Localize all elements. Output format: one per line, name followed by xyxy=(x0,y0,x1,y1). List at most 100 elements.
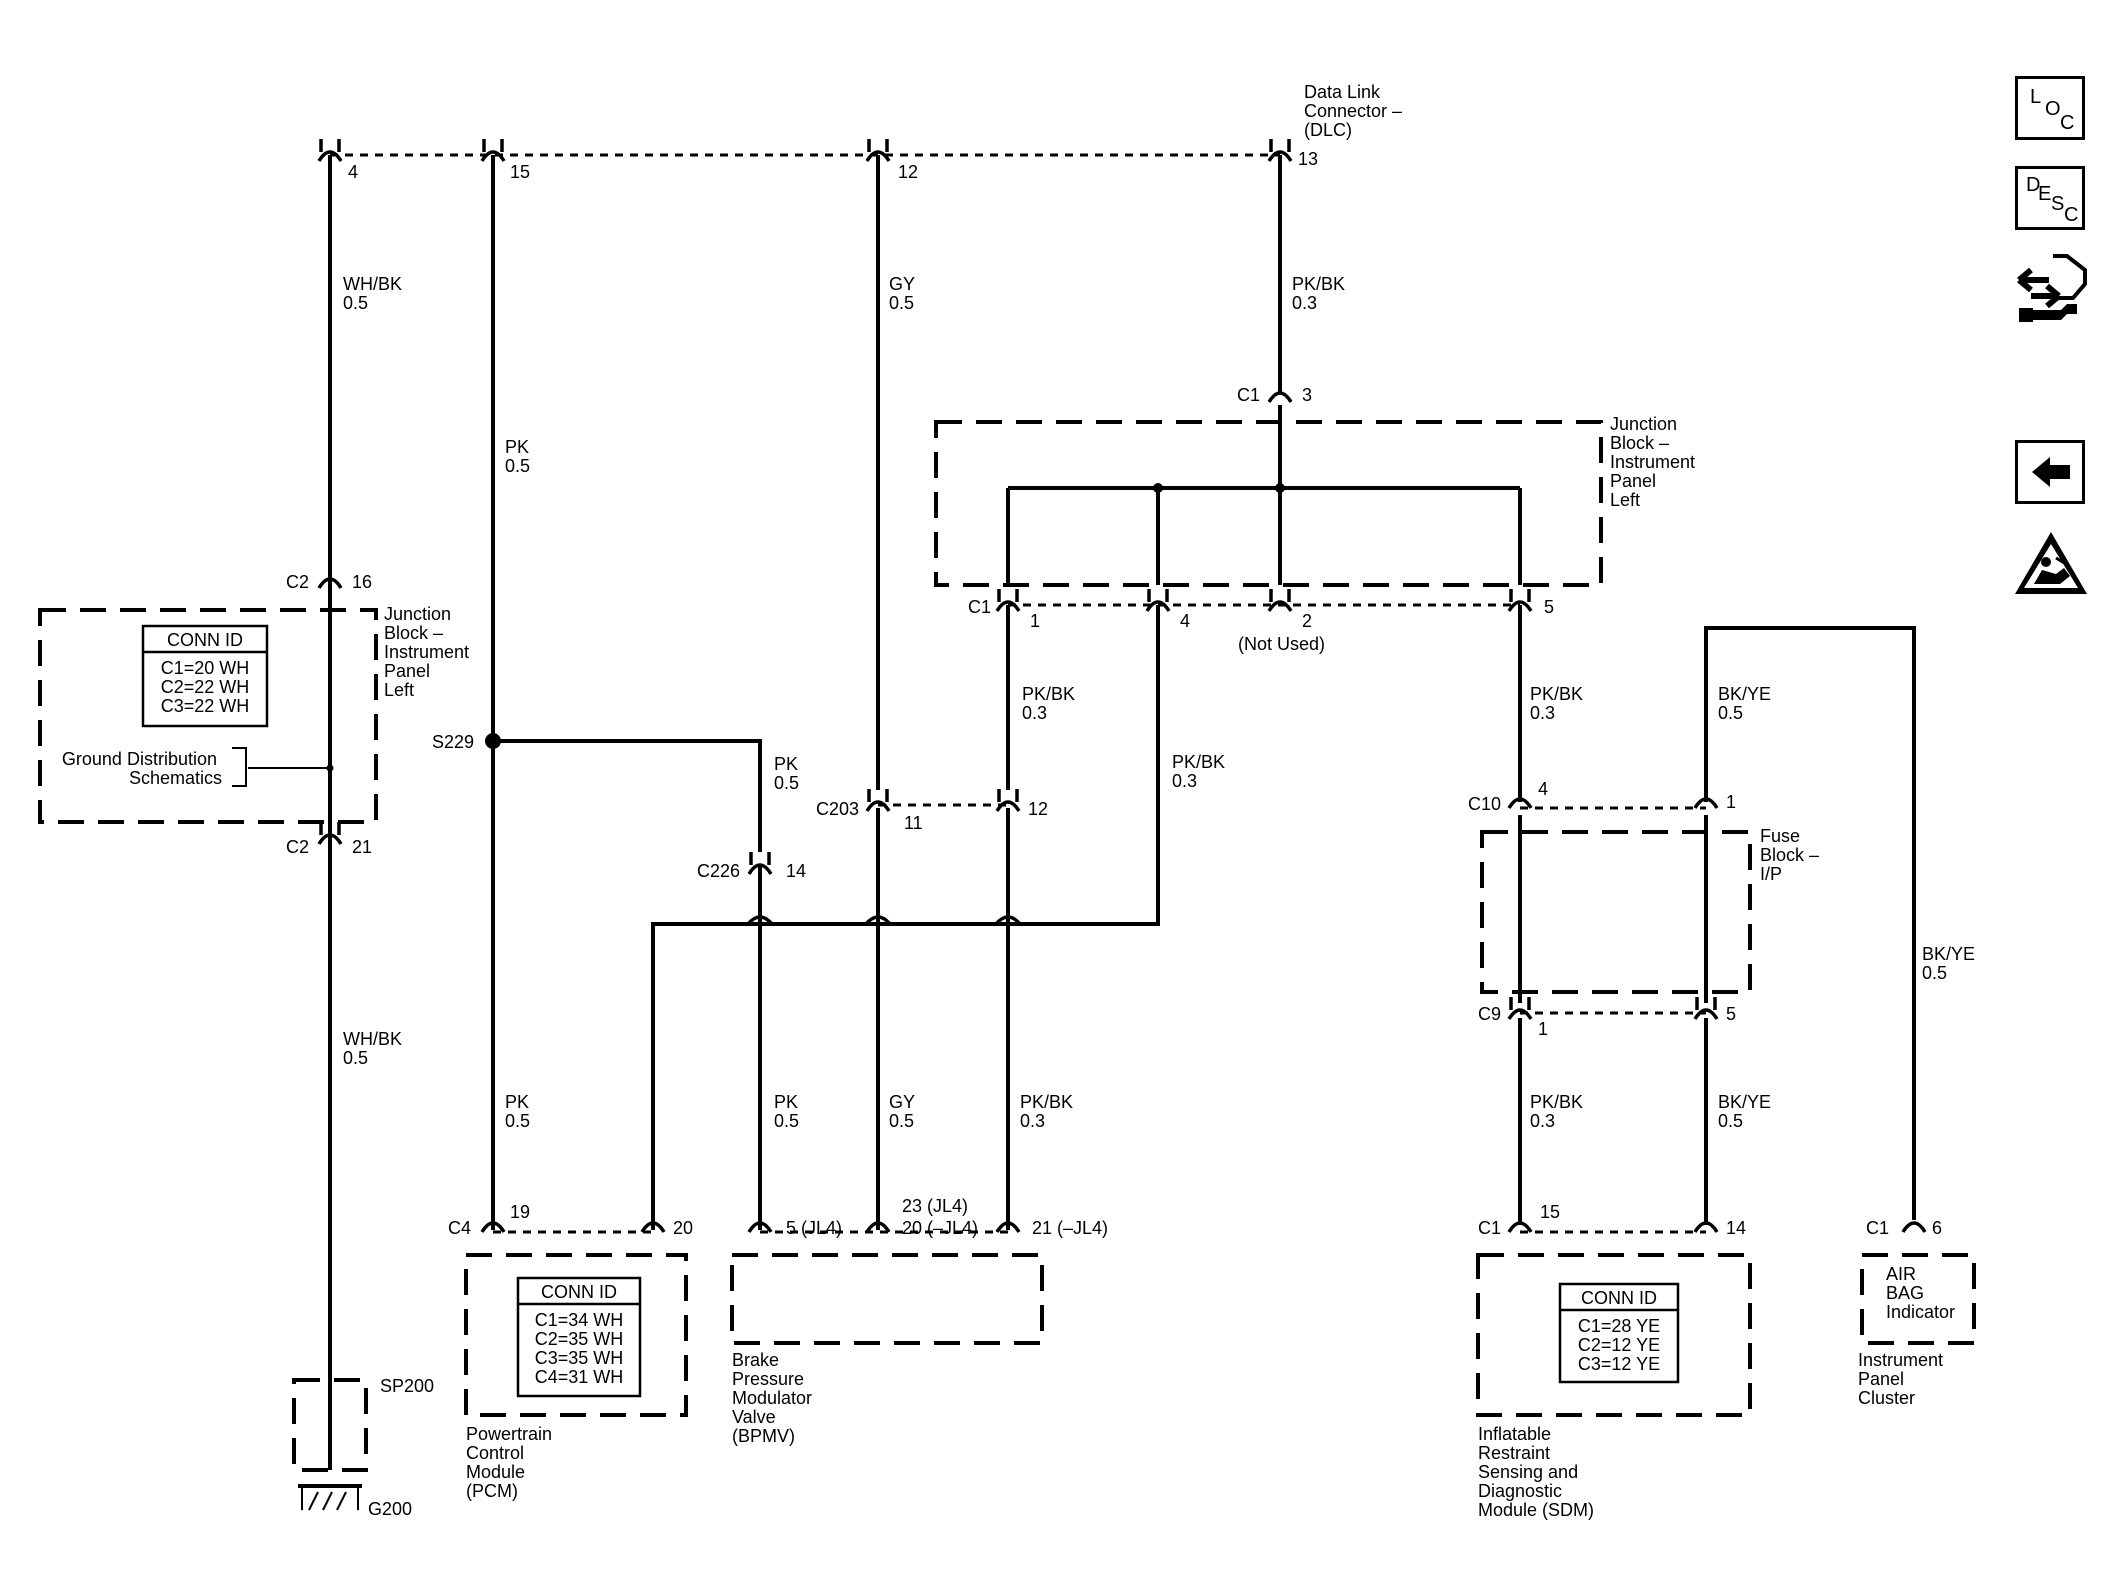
wire-color: PK xyxy=(505,1092,529,1112)
junction-block-left-name: Junction Block – Instrument Panel Left xyxy=(384,604,474,700)
wire-size: 0.3 xyxy=(1020,1111,1045,1131)
pin-label: 1 xyxy=(1538,1019,1548,1039)
sdm-name: Inflatable Restraint Sensing and Diagnos… xyxy=(1478,1424,1594,1520)
not-used-label: (Not Used) xyxy=(1238,634,1325,654)
junction-block-right-name: Junction Block – Instrument Panel Left xyxy=(1610,414,1700,510)
desc-letter: C xyxy=(2064,204,2079,226)
pin-label: 6 xyxy=(1932,1218,1942,1238)
wire-size: 0.3 xyxy=(1530,1111,1555,1131)
pin-label: 14 xyxy=(786,861,806,881)
junction-block-left-box xyxy=(38,608,378,824)
conn-id-row: C1=20 WH xyxy=(161,658,250,678)
connector-label: C10 xyxy=(1468,794,1501,814)
conn-id-title: CONN ID xyxy=(167,630,243,650)
description-button[interactable]: D E S C xyxy=(2015,166,2085,230)
warning-button[interactable] xyxy=(2012,528,2090,598)
connector-label: C4 xyxy=(448,1218,471,1238)
pin-label: 4 xyxy=(348,162,358,182)
connector-service-button[interactable] xyxy=(2015,248,2091,328)
conn-id-row: C3=22 WH xyxy=(161,696,250,716)
back-button[interactable] xyxy=(2015,440,2085,504)
conn-id-title: CONN ID xyxy=(541,1282,617,1302)
pin-label: 5 (JL4) xyxy=(786,1218,842,1238)
pin-label: 2 xyxy=(1302,611,1312,631)
sdm-box xyxy=(1476,1253,1752,1417)
wire-size: 0.5 xyxy=(889,1111,914,1131)
wires xyxy=(232,153,1916,1511)
wire-size: 0.5 xyxy=(1922,963,1947,983)
pin-label: 15 xyxy=(1540,1202,1560,1222)
connector-label: C226 xyxy=(697,861,740,881)
wire-size: 0.5 xyxy=(343,293,368,313)
wire-size: 0.5 xyxy=(774,773,799,793)
conn-id-row: C2=22 WH xyxy=(161,677,250,697)
wire-color: WH/BK xyxy=(343,1029,402,1049)
component-boxes xyxy=(38,420,1976,1472)
pin-label: 12 xyxy=(898,162,918,182)
wire-color: BK/YE xyxy=(1922,944,1975,964)
bpmv-name: Brake Pressure Modulator Valve (BPMV) xyxy=(732,1350,817,1446)
conn-id-title: CONN ID xyxy=(1581,1288,1657,1308)
wire-color: PK/BK xyxy=(1022,684,1075,704)
conn-id-row: C4=31 WH xyxy=(535,1367,624,1387)
pin-label: 12 xyxy=(1028,799,1048,819)
connector-service-icon xyxy=(2017,254,2087,322)
connector-label: C2 xyxy=(286,572,309,592)
pin-label: 4 xyxy=(1538,779,1548,799)
wire-size: 0.5 xyxy=(1718,1111,1743,1131)
component-text: Data Link Connector – (DLC) Junction Blo… xyxy=(62,82,1955,1520)
pin-label: 14 xyxy=(1726,1218,1746,1238)
wire-size: 0.5 xyxy=(343,1048,368,1068)
wire-color: PK/BK xyxy=(1020,1092,1073,1112)
air-bag-box xyxy=(1860,1253,1976,1345)
ground-label: G200 xyxy=(368,1499,412,1519)
warning-icon xyxy=(2015,532,2087,594)
splice-pack-label: SP200 xyxy=(380,1376,434,1396)
conn-id-row: C3=12 YE xyxy=(1578,1354,1660,1374)
loc-letter: C xyxy=(2060,112,2075,134)
connector-label: C9 xyxy=(1478,1004,1501,1024)
pin-label: 11 xyxy=(904,813,923,833)
wire-size: 0.3 xyxy=(1530,703,1555,723)
pcm-box xyxy=(464,1253,688,1417)
fuse-block-box xyxy=(1480,830,1752,994)
pcm-name: Powertrain Control Module (PCM) xyxy=(466,1424,557,1501)
wire-color: PK/BK xyxy=(1172,752,1225,772)
conn-id-row: C1=34 WH xyxy=(535,1310,624,1330)
wire-size: 0.3 xyxy=(1172,771,1197,791)
wire-color: BK/YE xyxy=(1718,684,1771,704)
wire-color: WH/BK xyxy=(343,274,402,294)
pin-label: 5 xyxy=(1726,1004,1736,1024)
wire-color: PK/BK xyxy=(1292,274,1345,294)
wire-size: 0.5 xyxy=(774,1111,799,1131)
connector-label: C1 xyxy=(968,597,991,617)
wire-color: PK xyxy=(774,754,798,774)
wire-size: 0.5 xyxy=(505,1111,530,1131)
wire-color: PK xyxy=(505,437,529,457)
wire-size: 0.5 xyxy=(505,456,530,476)
ipc-name: Instrument Panel Cluster xyxy=(1858,1350,1948,1408)
loc-letter: O xyxy=(2045,98,2061,120)
pin-label: 4 xyxy=(1180,611,1190,631)
pin-label: 20 (–JL4) xyxy=(902,1218,978,1238)
conn-id-row: C2=12 YE xyxy=(1578,1335,1660,1355)
connector-label: C2 xyxy=(286,837,309,857)
pin-label: 16 xyxy=(352,572,372,592)
wire-color: BK/YE xyxy=(1718,1092,1771,1112)
pin-label: 21 (–JL4) xyxy=(1032,1218,1108,1238)
loc-letter: L xyxy=(2030,86,2042,108)
desc-letter: S xyxy=(2051,193,2065,215)
wire-size: 0.5 xyxy=(889,293,914,313)
connector-label: C1 xyxy=(1866,1218,1889,1238)
pin-label: 21 xyxy=(352,837,372,857)
connector-label: C1 xyxy=(1237,385,1260,405)
ground-distribution-ref: Ground Distribution Schematics xyxy=(62,749,222,788)
wire-color: GY xyxy=(889,274,915,294)
pin-label: 1 xyxy=(1030,611,1040,631)
conn-id-row: C1=28 YE xyxy=(1578,1316,1660,1336)
desc-letter: E xyxy=(2038,183,2052,205)
location-button[interactable]: L O C xyxy=(2015,76,2085,140)
conn-id-row: C3=35 WH xyxy=(535,1348,624,1368)
wire-label-text: 4 15 12 13 WH/BK 0.5 PK 0.5 GY 0.5 PK/BK… xyxy=(286,149,1975,1519)
